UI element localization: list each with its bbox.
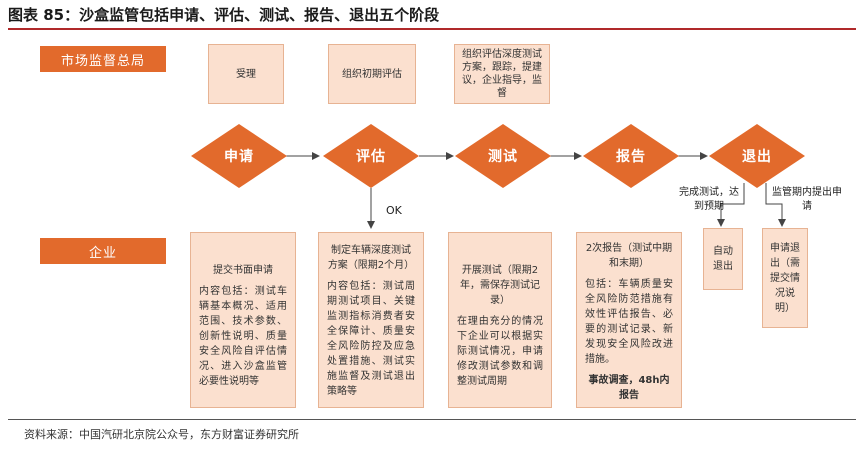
enterprise-box-apply: 提交书面申请 内容包括：测试车辆基本概况、适用范围、技术参数、创新性说明、质量安… [190, 232, 296, 408]
enterprise-report-body: 包括：车辆质量安全风险防范措施有效性评估报告、必要的测试记录、新发现安全风险改进… [585, 279, 673, 365]
stage-report-label: 报告 [616, 149, 646, 165]
title-divider [8, 28, 856, 30]
stage-test: 测试 [455, 124, 551, 188]
source-note: 资料来源：中国汽研北京院公众号，东方财富证券研究所 [24, 428, 299, 441]
stage-exit: 退出 [709, 124, 805, 188]
regulator-box-supervise: 组织评估深度测试方案，跟踪，提建议，企业指导，监督 [454, 44, 550, 104]
regulator-box-accept: 受理 [208, 44, 284, 104]
lane-enterprise: 企业 [40, 238, 166, 264]
exit-box-apply: 申请退出（需提交情况说明） [762, 228, 808, 328]
enterprise-apply-body: 内容包括：测试车辆基本概况、适用范围、技术参数、创新性说明、质量安全风险自评估情… [199, 286, 287, 387]
enterprise-box-report: 2次报告（测试中期和末期） 包括：车辆质量安全风险防范措施有效性评估报告、必要的… [576, 232, 682, 408]
figure-title: 图表 85：沙盒监管包括申请、评估、测试、报告、退出五个阶段 [8, 6, 440, 24]
enterprise-test-head: 开展测试（限期2年，需保存测试记录） [460, 265, 540, 306]
enterprise-evaluate-body: 内容包括：测试周期测试项目、关键监测指标消费者安全保障计、质量安全风险防控及应急… [327, 281, 415, 397]
footer-divider [8, 419, 856, 420]
stage-exit-label: 退出 [742, 149, 772, 165]
exit-branch-right [765, 183, 786, 227]
enterprise-evaluate-head: 制定车辆深度测试方案（限期2个月） [327, 245, 415, 271]
stage-report: 报告 [583, 124, 679, 188]
exit-box-auto: 自动退出 [703, 228, 743, 290]
exit-branch-left [717, 183, 745, 227]
enterprise-test-body: 在理由充分的情况下企业可以根据实际测试情况，申请修改测试参数和调整测试周期 [457, 316, 543, 387]
stage-apply: 申请 [191, 124, 287, 188]
enterprise-report-note: 事故调查，48h内报告 [588, 375, 670, 401]
enterprise-box-evaluate: 制定车辆深度测试方案（限期2个月） 内容包括：测试周期测试项目、关键监测指标消费… [318, 232, 424, 408]
regulator-box-initial-eval: 组织初期评估 [328, 44, 416, 104]
enterprise-report-head: 2次报告（测试中期和末期） [585, 243, 673, 269]
enterprise-apply-head: 提交书面申请 [213, 265, 273, 276]
stage-evaluate: 评估 [323, 124, 419, 188]
exit-branch-apply-label: 监管期内提出申请 [772, 187, 842, 212]
lane-market-regulator: 市场监督总局 [40, 46, 166, 72]
stage-test-label: 测试 [488, 149, 518, 165]
exit-branch-complete-label: 完成测试，达到预期 [679, 187, 739, 212]
stage-evaluate-label: 评估 [356, 149, 386, 165]
enterprise-box-test: 开展测试（限期2年，需保存测试记录） 在理由充分的情况下企业可以根据实际测试情况… [448, 232, 552, 408]
ok-label: OK [386, 204, 402, 217]
stage-apply-label: 申请 [224, 149, 254, 165]
